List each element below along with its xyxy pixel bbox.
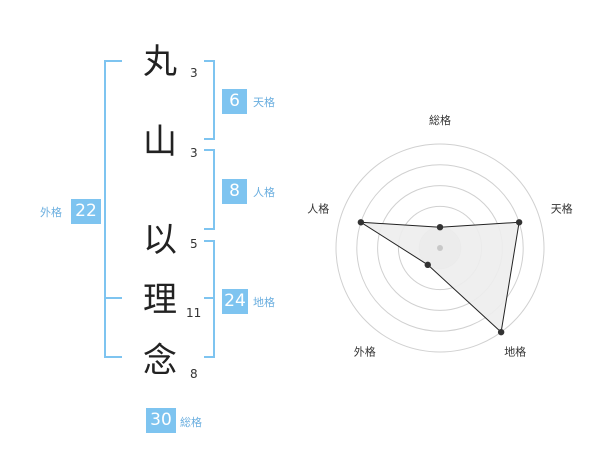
radar-data-points: [357, 219, 523, 336]
gaikaku-bracket-mid: [104, 297, 122, 299]
radar-axis-label-tenkaku: 天格: [551, 201, 573, 215]
radar-point-3: [424, 261, 431, 269]
radar-data-area: [360, 221, 520, 334]
chikaku-bracket-bottom: [204, 356, 215, 358]
radar-point-4: [357, 219, 365, 226]
stroke-count-5: 8: [190, 367, 198, 381]
gaikaku-bracket-bottom: [104, 356, 122, 358]
name-char-5: 念: [143, 341, 177, 381]
stroke-count-4: 11: [186, 306, 202, 320]
gaikaku-bracket-vertical: [104, 60, 106, 358]
radar-axis-label-gaikaku: 外格: [354, 345, 376, 359]
jinkaku-label: 人格: [253, 186, 275, 199]
name-char-4: 理: [143, 280, 177, 320]
tenkaku-bracket-vertical: [213, 60, 215, 140]
tenkaku-label: 天格: [253, 96, 275, 109]
sokaku-label: 総格: [180, 416, 202, 429]
tenkaku-value-badge: 6: [222, 89, 247, 114]
name-char-3: 以: [143, 220, 177, 260]
chikaku-bracket-top: [204, 240, 215, 242]
radar-point-1: [515, 219, 523, 226]
jinkaku-value-badge: 8: [222, 179, 247, 204]
stroke-count-2: 3: [190, 146, 198, 160]
chikaku-label: 地格: [253, 296, 275, 309]
tenkaku-bracket-bottom: [204, 138, 215, 140]
gaikaku-value-badge: 22: [71, 199, 101, 224]
gaikaku-bracket-top: [104, 60, 122, 62]
jinkaku-bracket-vertical: [213, 149, 215, 230]
chikaku-value-badge: 24: [222, 289, 248, 314]
radar-axis-label-jinkaku: 人格: [307, 201, 329, 215]
jinkaku-bracket-top: [204, 149, 215, 151]
radar-center-dot: [437, 245, 443, 251]
gaikaku-label: 外格: [40, 206, 62, 219]
radar-point-0: [436, 224, 444, 231]
stroke-count-3: 5: [190, 237, 198, 251]
radar-axis-label-chikaku: 地格: [504, 345, 526, 359]
jinkaku-bracket-bottom: [204, 228, 215, 230]
radar-axis-label-sokaku: 総格: [429, 113, 451, 127]
sokaku-value-badge: 30: [146, 408, 176, 433]
name-char-2: 山: [143, 122, 177, 162]
radar-ring-5: [335, 143, 545, 353]
chikaku-bracket-vertical: [213, 240, 215, 358]
radar-point-2: [497, 328, 505, 336]
radar-ring-4: [356, 164, 524, 332]
tenkaku-bracket-top: [204, 60, 215, 62]
chikaku-bracket-mid: [204, 297, 215, 299]
stroke-count-1: 3: [190, 66, 198, 80]
name-char-1: 丸: [143, 42, 177, 82]
